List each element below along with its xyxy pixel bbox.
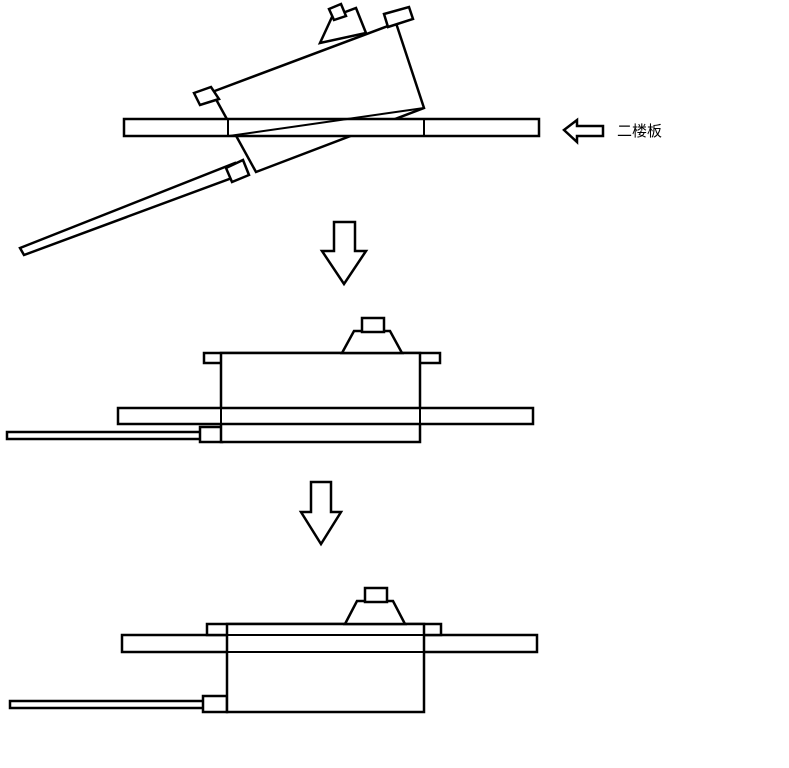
servo-wire (5, 430, 203, 441)
output-shaft-boss-tilted (317, 6, 368, 45)
output-shaft-cap (363, 586, 389, 604)
servo-body-tilted (210, 21, 426, 174)
servo-wire (8, 699, 207, 710)
board-step-2 (116, 406, 535, 426)
step-3-servo-seated (8, 586, 539, 714)
servo-body (225, 622, 426, 714)
wire-connector (201, 694, 229, 714)
board-callout: 二楼板 (562, 117, 662, 145)
servo-edge-over-board (228, 107, 425, 137)
output-shaft-cap-tilted (327, 2, 348, 22)
down-arrow-icon (319, 220, 369, 287)
wire-connector (198, 425, 224, 444)
servo-wire (18, 161, 242, 257)
left-mounting-ear-tilted (192, 85, 221, 107)
output-shaft-cap (360, 316, 386, 334)
step-2-servo-through-board (5, 316, 535, 444)
output-shaft-boss (342, 599, 408, 626)
output-shaft-boss (339, 329, 405, 355)
step-1-tilted-servo (18, 2, 541, 257)
right-mounting-ear-tilted (382, 5, 415, 29)
wire-connector (224, 158, 251, 184)
board-label: 二楼板 (617, 122, 662, 140)
servo-body (219, 351, 422, 444)
left-arrow-icon (562, 117, 605, 145)
down-arrow-icon (298, 480, 344, 547)
